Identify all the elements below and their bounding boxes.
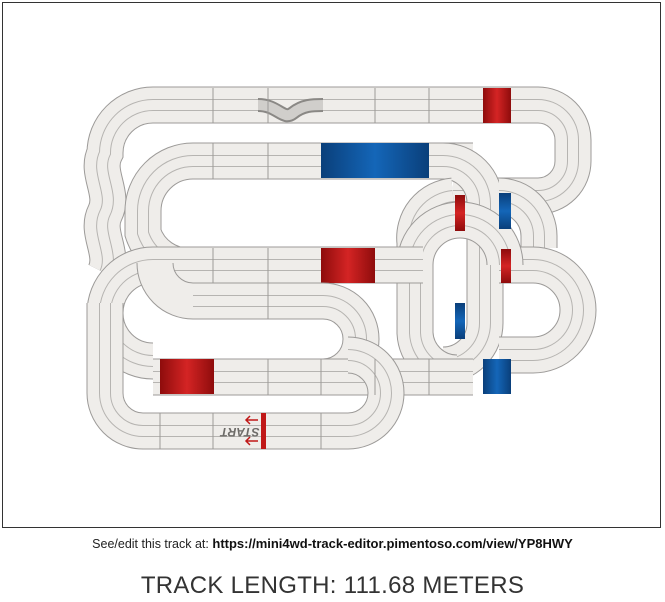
red-straight-middle	[321, 248, 375, 283]
red-marker-middle	[501, 249, 511, 283]
start-marker: START	[219, 413, 266, 449]
red-lane-changer	[483, 88, 511, 123]
track-layout: START	[83, 86, 597, 450]
track-loop-bottom	[86, 303, 405, 450]
start-label: START	[219, 425, 260, 439]
red-straight-lower	[160, 359, 214, 394]
blue-marker-lower	[455, 303, 465, 339]
track-canvas: START	[2, 2, 661, 528]
track-link-line: See/edit this track at: https://mini4wd-…	[0, 536, 665, 551]
blue-straight-lower	[483, 359, 511, 394]
track-length: TRACK LENGTH: 111.68 METERS	[140, 572, 525, 599]
track-loop-outer	[83, 86, 592, 282]
red-marker-upper	[455, 195, 465, 231]
blue-straight-section	[321, 143, 429, 178]
segment-dividers	[159, 88, 430, 449]
track-url-link[interactable]: https://mini4wd-track-editor.pimentoso.c…	[212, 536, 573, 551]
blue-marker-upper	[499, 193, 511, 229]
link-prefix: See/edit this track at:	[92, 537, 209, 551]
